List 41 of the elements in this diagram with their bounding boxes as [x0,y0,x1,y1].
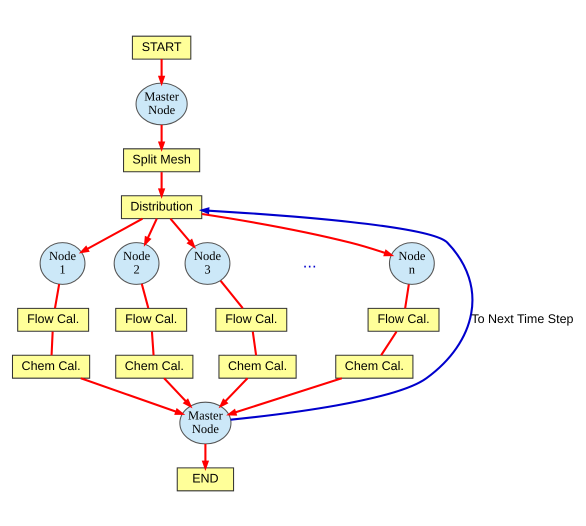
label: ... [302,252,317,271]
connector [50,331,54,355]
arrow [158,172,166,198]
connector [140,283,150,308]
node-box: Chem Cal. [115,354,194,378]
node-box: Flow Cal. [17,307,90,332]
node-box: Flow Cal. [368,307,440,332]
node-ellipse: Master Node [179,401,232,444]
node-circle: Node 1 [40,242,86,284]
arrow [202,443,210,471]
node-box: Chem Cal. [335,354,414,378]
node-box: Chem Cal. [12,354,90,378]
node-circle: Node 2 [114,242,160,284]
arrow [202,212,394,256]
node-box: Flow Cal. [215,307,288,332]
arrow [218,377,248,408]
edge-label: To Next Time Step [471,312,574,326]
node-box: END [176,466,234,491]
connector [54,283,60,308]
arrow [163,377,192,408]
node-circle: Node n [388,242,435,284]
node-box: Chem Cal. [218,354,297,378]
arrow [158,58,166,86]
connector [252,331,258,355]
node-box: Flow Cal. [115,307,188,332]
connector [150,331,155,355]
node-ellipse: Master Node [136,82,188,125]
arrow [170,218,196,248]
connector [380,330,398,356]
arrow [80,376,186,414]
arrow [78,217,143,254]
node-circle: Node 3 [184,242,230,284]
node-box: Distribution [120,194,202,219]
arrow [198,206,474,420]
arrow [226,376,342,416]
arrow [144,218,158,246]
arrow [158,124,166,152]
connector [220,280,244,308]
node-box: START [132,35,192,60]
node-box: Split Mesh [123,148,200,172]
connector [404,284,410,308]
